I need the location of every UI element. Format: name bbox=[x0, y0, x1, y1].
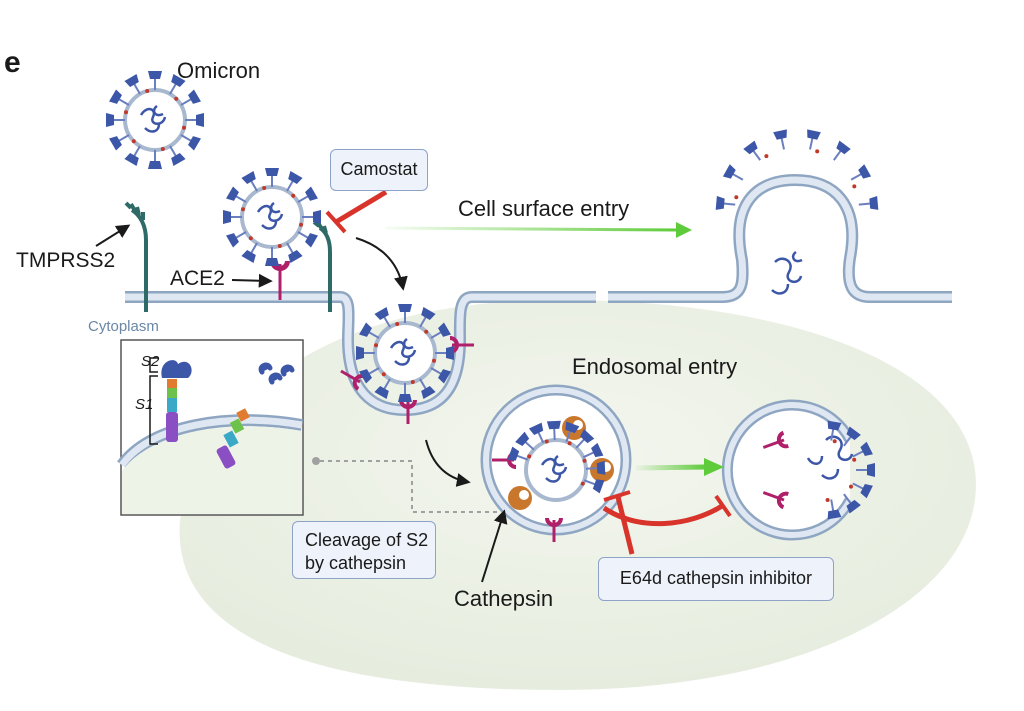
envelope-protein bbox=[374, 343, 378, 348]
spike-cleavage-inset bbox=[117, 339, 304, 516]
arrow-ace2 bbox=[231, 273, 273, 288]
envelope-protein bbox=[852, 184, 857, 189]
envelope-protein bbox=[160, 147, 165, 151]
cleavage-box: Cleavage of S2 by cathepsin bbox=[292, 521, 436, 579]
spike-protein bbox=[222, 209, 243, 225]
spike-protein bbox=[264, 167, 280, 188]
spike-protein bbox=[846, 163, 873, 187]
envelope-protein bbox=[544, 439, 549, 444]
envelope-protein bbox=[832, 439, 837, 444]
envelope-protein bbox=[262, 186, 267, 190]
envelope-protein bbox=[174, 96, 179, 101]
tmprss2-protein-right bbox=[312, 220, 332, 312]
spike-protein bbox=[264, 246, 280, 267]
panel-letter: e bbox=[4, 46, 21, 79]
spike-protein bbox=[184, 112, 205, 128]
omicron-label: Omicron bbox=[177, 58, 261, 83]
envelope-protein bbox=[764, 154, 769, 159]
inset-connector bbox=[312, 457, 500, 513]
envelope-protein bbox=[852, 457, 857, 462]
tmprss2-protein-left bbox=[124, 201, 148, 312]
envelope-protein bbox=[825, 498, 830, 502]
arrow-to-invagination bbox=[355, 237, 408, 291]
cathepsin-label: Cathepsin bbox=[454, 586, 554, 611]
camostat-box: Camostat bbox=[330, 149, 428, 191]
envelope-protein bbox=[849, 484, 853, 489]
tmprss2-label: TMPRSS2 bbox=[16, 249, 116, 272]
envelope-protein bbox=[432, 358, 436, 363]
spike-protein bbox=[742, 139, 767, 166]
spike-protein bbox=[721, 163, 748, 187]
spike-proteins bbox=[105, 70, 880, 521]
spike-protein bbox=[857, 194, 880, 213]
ace2-label: ACE2 bbox=[170, 267, 225, 290]
arrow-tmprss2 bbox=[95, 224, 131, 247]
envelope-protein bbox=[241, 207, 245, 212]
spike-protein bbox=[714, 194, 737, 213]
arrow-cathepsin bbox=[481, 509, 508, 583]
e64d-text: E64d cathepsin inhibitor bbox=[619, 568, 813, 589]
spike-protein bbox=[301, 209, 322, 225]
envelope-protein bbox=[299, 222, 303, 227]
endosomal-entry-label: Endosomal entry bbox=[572, 354, 738, 379]
endosomal-fusion-arrow bbox=[635, 464, 707, 471]
envelope-protein bbox=[131, 139, 136, 144]
envelope-protein bbox=[182, 125, 186, 130]
envelope-protein bbox=[145, 89, 150, 93]
envelope-protein bbox=[582, 458, 587, 463]
envelope-protein bbox=[291, 193, 296, 198]
envelope-protein bbox=[248, 236, 253, 241]
cleavage-text-line1: Cleavage of S2 bbox=[305, 529, 429, 550]
envelope-protein bbox=[395, 322, 400, 326]
envelope-protein bbox=[815, 149, 820, 154]
spike-protein bbox=[147, 149, 163, 170]
spike-protein bbox=[772, 128, 792, 152]
envelope-protein bbox=[277, 244, 282, 248]
envelope-protein bbox=[381, 372, 386, 377]
cell-surface-entry-label: Cell surface entry bbox=[458, 196, 630, 221]
late-endosome bbox=[721, 399, 855, 541]
envelope-protein bbox=[124, 110, 128, 115]
envelope-protein bbox=[410, 380, 415, 384]
plasma-membrane-right bbox=[608, 173, 952, 303]
envelope-protein bbox=[527, 454, 532, 459]
e64d-box: E64d cathepsin inhibitor bbox=[598, 557, 834, 601]
camostat-inhibition bbox=[325, 189, 388, 234]
arrow-to-endosome bbox=[425, 439, 471, 487]
envelope-protein bbox=[567, 441, 572, 446]
cleavage-text-line2: by cathepsin bbox=[305, 553, 407, 573]
cell-surface-entry-arrow bbox=[384, 226, 679, 232]
envelope-protein bbox=[734, 195, 739, 200]
e64d-inhibition bbox=[602, 490, 732, 555]
spike-protein bbox=[802, 128, 822, 152]
fused-virus-surface bbox=[771, 250, 803, 295]
envelope-protein bbox=[580, 481, 585, 486]
camostat-text: Camostat bbox=[340, 159, 418, 180]
cytoplasm-label: Cytoplasm bbox=[88, 318, 159, 335]
spike-protein bbox=[147, 70, 163, 91]
spike-protein bbox=[105, 112, 126, 128]
s1-label: S1 bbox=[135, 396, 154, 413]
s2-label: S2 bbox=[141, 353, 160, 370]
plasma-membrane-left bbox=[125, 291, 596, 417]
envelope-protein bbox=[424, 329, 429, 334]
spike-protein bbox=[827, 139, 852, 166]
